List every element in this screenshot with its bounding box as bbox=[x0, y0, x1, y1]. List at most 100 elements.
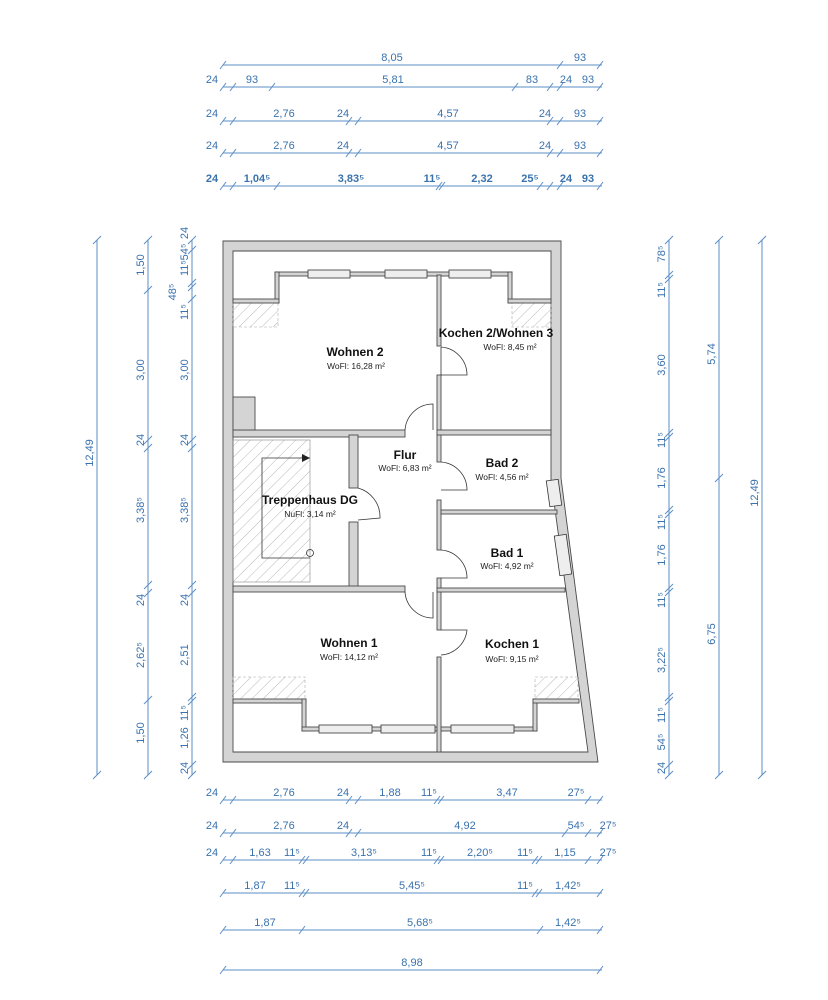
dimension-tick bbox=[298, 855, 306, 865]
dimension-label: 4,92 bbox=[454, 820, 475, 832]
dimension-label: 11⁵ bbox=[424, 173, 441, 185]
dimension-label: 25⁵ bbox=[521, 173, 538, 185]
dimension-tick bbox=[561, 828, 569, 838]
dimension-label: 24 bbox=[206, 820, 218, 832]
window bbox=[380, 724, 436, 734]
stair-start-icon bbox=[306, 549, 314, 557]
door-wohnen2[interactable] bbox=[404, 403, 434, 431]
dimension-tick bbox=[187, 580, 197, 590]
dimension-tick bbox=[757, 770, 767, 780]
dimension-tick bbox=[219, 965, 227, 975]
dimension-tick bbox=[354, 116, 362, 126]
dimension-tick bbox=[187, 245, 197, 255]
dimension-label: 11⁵ bbox=[517, 880, 533, 892]
dimension-label: 93 bbox=[246, 74, 258, 86]
dimension-tick bbox=[345, 116, 353, 126]
dimension-tick bbox=[219, 888, 227, 898]
dimension-label: 78⁵ bbox=[656, 246, 668, 263]
knee-wall bbox=[507, 298, 552, 304]
dimension-tick bbox=[143, 435, 153, 445]
room-area: WoFl: 6,83 m² bbox=[378, 463, 431, 473]
stair-arrow-icon bbox=[302, 454, 310, 462]
knee-wall bbox=[507, 271, 513, 304]
dimension-label: 24 bbox=[337, 787, 349, 799]
door-wohnen1[interactable] bbox=[404, 591, 434, 619]
door-treppenhaus[interactable] bbox=[357, 487, 381, 521]
dimension-tick bbox=[433, 855, 441, 865]
dimension-tick bbox=[219, 82, 227, 92]
dimension-label: 27⁵ bbox=[600, 847, 617, 859]
dimension-label: 1,63 bbox=[249, 847, 270, 859]
dimension-tick bbox=[219, 795, 227, 805]
interior-wall bbox=[436, 499, 442, 551]
dimension-label: 11⁵ bbox=[656, 514, 668, 530]
dimension-label: 48⁵ bbox=[167, 284, 179, 301]
interior-wall bbox=[348, 521, 359, 591]
dimension-label: 1,42⁵ bbox=[555, 880, 581, 892]
hatched-area bbox=[232, 302, 279, 328]
dimension-tick bbox=[714, 473, 724, 483]
dimension-label: 2,76 bbox=[273, 108, 294, 120]
dimension-tick bbox=[664, 696, 674, 706]
dimension-label: 6,75 bbox=[706, 623, 718, 644]
dimension-label: 24 bbox=[560, 74, 572, 86]
chimney bbox=[232, 396, 256, 431]
door-kochen1[interactable] bbox=[440, 629, 468, 656]
door-bad1[interactable] bbox=[440, 549, 468, 579]
dimension-label: 93 bbox=[582, 74, 594, 86]
dimension-label: 8,98 bbox=[401, 957, 422, 969]
dimension-tick bbox=[187, 278, 197, 288]
dimension-label: 24 bbox=[656, 762, 668, 774]
dimension-tick bbox=[596, 855, 604, 865]
dimension-tick bbox=[187, 282, 197, 292]
dimension-tick bbox=[596, 60, 604, 70]
dimension-tick bbox=[531, 855, 539, 865]
dimension-label: 1,87 bbox=[244, 880, 265, 892]
dimension-tick bbox=[556, 181, 564, 191]
dimension-tick bbox=[596, 925, 604, 935]
dimension-label: 8,05 bbox=[381, 52, 402, 64]
room-name: Kochen 1 bbox=[485, 637, 539, 651]
door-bad2[interactable] bbox=[440, 461, 468, 491]
dimension-tick bbox=[92, 235, 102, 245]
dimension-tick bbox=[556, 116, 564, 126]
dimension-tick bbox=[302, 855, 310, 865]
dimension-tick bbox=[229, 181, 237, 191]
dimension-tick bbox=[596, 82, 604, 92]
dimension-label: 5,74 bbox=[706, 343, 718, 364]
dimension-tick bbox=[546, 181, 554, 191]
dimension-label: 11⁵ bbox=[656, 592, 668, 608]
dimension-label: 4,57 bbox=[437, 140, 458, 152]
dimension-tick bbox=[302, 888, 310, 898]
dimension-label: 1,76 bbox=[656, 467, 668, 488]
knee-wall bbox=[532, 698, 580, 704]
window bbox=[553, 533, 573, 577]
dimension-label: 2,51 bbox=[179, 644, 191, 665]
dimension-label: 24 bbox=[206, 140, 218, 152]
window bbox=[318, 724, 373, 734]
door-kochen2[interactable] bbox=[440, 346, 468, 376]
dimension-label: 1,42⁵ bbox=[555, 917, 581, 929]
dimension-label: 1,50 bbox=[135, 722, 147, 743]
dimension-label: 11⁵ bbox=[284, 847, 300, 859]
dimension-tick bbox=[229, 82, 237, 92]
room-name: Bad 1 bbox=[491, 546, 524, 560]
room-area: NuFl: 3,14 m² bbox=[284, 509, 336, 519]
dimension-tick bbox=[229, 116, 237, 126]
interior-wall bbox=[436, 577, 442, 631]
dimension-tick bbox=[664, 583, 674, 593]
dimension-tick bbox=[143, 285, 153, 295]
dimension-tick bbox=[187, 692, 197, 702]
dimension-label: 5,45⁵ bbox=[399, 880, 425, 892]
dimension-tick bbox=[143, 770, 153, 780]
dimension-label: 11⁵ bbox=[179, 705, 191, 721]
dimension-tick bbox=[143, 235, 153, 245]
dimension-label: 3,00 bbox=[135, 359, 147, 380]
dimension-tick bbox=[354, 828, 362, 838]
dimension-label: 1,88 bbox=[379, 787, 400, 799]
interior-wall bbox=[436, 374, 442, 463]
dimension-label: 1,87 bbox=[254, 917, 275, 929]
dimension-label: 5,81 bbox=[382, 74, 403, 86]
dimension-tick bbox=[556, 82, 564, 92]
